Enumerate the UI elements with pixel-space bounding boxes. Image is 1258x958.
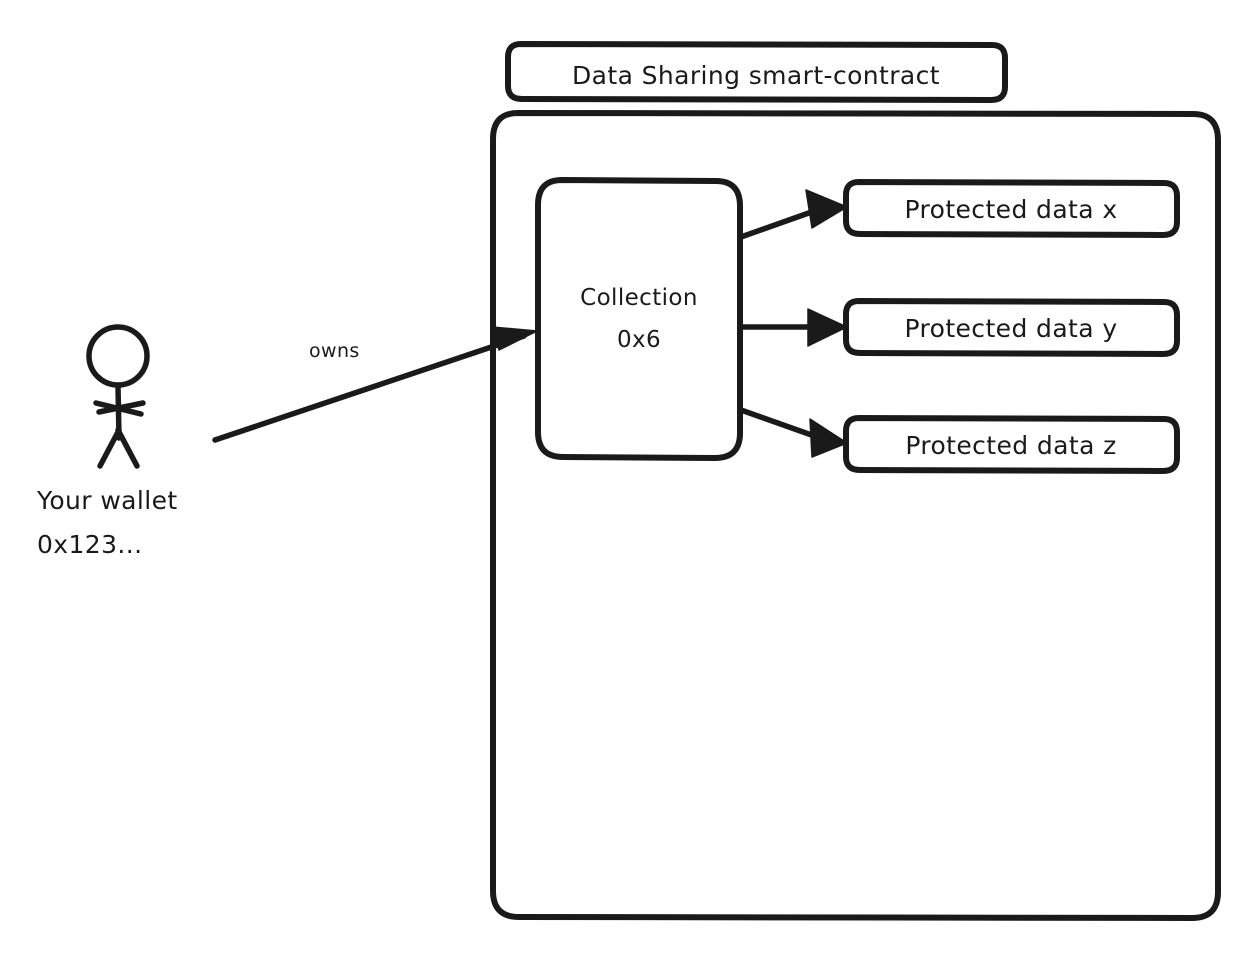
edge-data-y-arrowhead [807,308,848,347]
edge-collection-to-data-z[interactable] [738,407,848,458]
edge-collection-to-data-x[interactable] [738,189,848,240]
collection-node[interactable]: Collection 0x6 [535,177,743,461]
contract-title-box[interactable]: Data Sharing smart-contract [505,41,1008,103]
edge-collection-to-data-y[interactable] [738,308,848,347]
your-wallet-actor[interactable]: Your wallet 0x123... [36,324,178,559]
protected-data-y-label: Protected data y [904,314,1117,343]
protected-data-x-node[interactable]: Protected data x [843,179,1180,238]
edge-owns[interactable]: owns [212,326,538,443]
actor-label-line1: Your wallet [36,486,178,515]
edge-owns-line [212,333,527,443]
collection-label-line2: 0x6 [617,327,661,353]
edge-owns-label: owns [309,340,360,362]
edge-data-z-arrowhead [809,418,848,458]
protected-data-z-node[interactable]: Protected data z [843,415,1180,474]
actor-label-line2: 0x123... [37,530,142,559]
protected-data-y-node[interactable]: Protected data y [843,298,1180,357]
edge-data-x-line [738,206,823,240]
edge-data-x-arrowhead [805,189,848,229]
protected-data-x-label: Protected data x [904,195,1117,224]
protected-data-z-label: Protected data z [905,431,1116,460]
stick-figure-person-icon [86,324,150,469]
contract-title-label: Data Sharing smart-contract [572,61,940,90]
edge-owns-arrowhead [491,326,538,351]
edge-data-z-line [738,407,823,441]
collection-label-line1: Collection [580,285,698,311]
